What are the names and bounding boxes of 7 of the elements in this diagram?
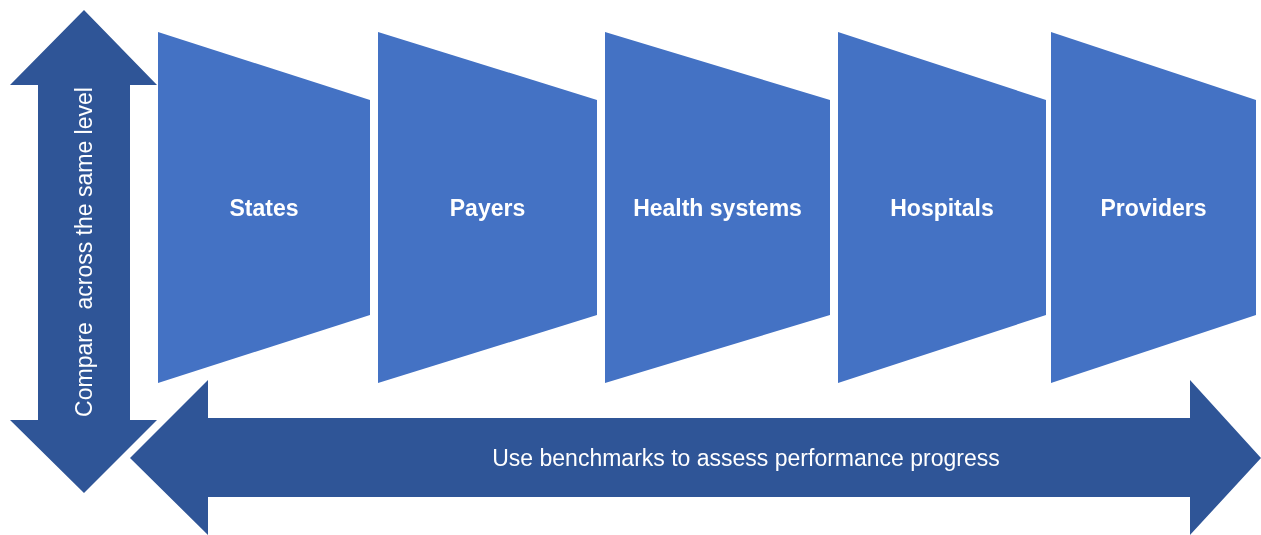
arrow-label: Use benchmarks to assess performance progress — [492, 444, 1000, 472]
stage-label: States — [228, 194, 300, 221]
stage-label: Hospitals — [889, 194, 995, 221]
arrow-label: Compare across the same level — [70, 87, 98, 417]
stage-label: Providers — [1099, 194, 1208, 221]
stage-label: Payers — [448, 194, 527, 221]
stage-label: Health systems — [632, 194, 803, 221]
